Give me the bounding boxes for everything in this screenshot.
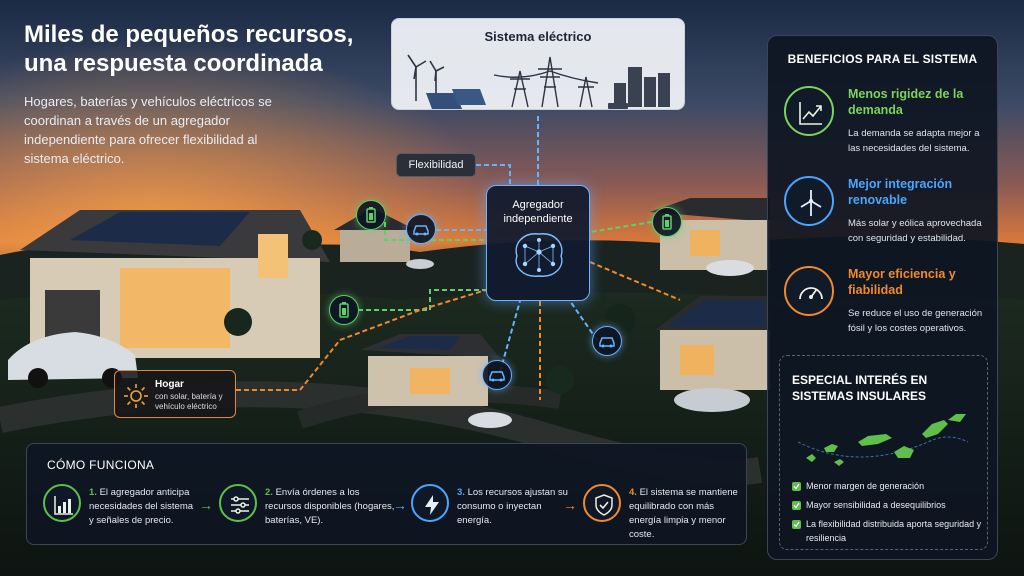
link-battery-2 [358, 289, 486, 311]
check-item: Mayor sensibilidad a desequilibrios [792, 498, 987, 512]
shield-check-icon [595, 494, 613, 516]
bar-chart-icon [54, 496, 73, 515]
link-battery-1 [384, 222, 486, 241]
link-battery-3 [589, 221, 653, 233]
step-text: 3. Los recursos ajustan su consumo o iny… [457, 487, 568, 526]
battery-icon [366, 207, 376, 223]
step-text: 4. El sistema se mantiene equilibrado co… [629, 487, 738, 540]
link-flexibility [476, 164, 511, 185]
battery-node [652, 207, 682, 237]
home-tag: Hogar con solar, batería y vehículo eléc… [114, 370, 236, 418]
arrow-icon: → [393, 497, 407, 513]
system-illustration [407, 54, 670, 109]
car-node [482, 360, 512, 390]
city-icon [614, 67, 670, 107]
headline-block: Miles de pequeños recursos, una respuest… [24, 20, 384, 168]
page-subtitle: Hogares, baterías y vehículos eléctricos… [24, 94, 272, 166]
benefit-efficiency: Mayor eficiencia y fiabilidad Se reduce … [784, 266, 989, 336]
home-tag-desc: con solar, batería y vehículo eléctrico [155, 392, 223, 411]
canary-islands-map [798, 414, 968, 466]
step-4: 4. El sistema se mantiene equilibrado co… [583, 484, 743, 540]
insular-check-list: Menor margen de generación Mayor sensibi… [792, 479, 987, 550]
car-icon [599, 337, 615, 348]
benefit-title: Mejor integración renovable [848, 177, 953, 207]
sun-icon [124, 384, 148, 408]
trend-chart-icon [799, 102, 822, 125]
benefit-desc: La demanda se adapta mejor a las necesid… [848, 128, 980, 154]
link-car-2 [499, 300, 521, 373]
benefit-renewable: Mejor integración renovable Más solar y … [784, 176, 989, 246]
battery-node [329, 295, 359, 325]
flexibility-tag: Flexibilidad [396, 153, 476, 177]
home-tag-title: Hogar [155, 379, 184, 390]
battery-node [356, 200, 386, 230]
step-text: 1. El agregador anticipa necesidades del… [89, 487, 194, 526]
check-item: Menor margen de generación [792, 479, 987, 493]
wind-turbine-icon [800, 190, 822, 216]
benefit-desc: Se reduce el uso de generación fósil y l… [848, 308, 983, 334]
insular-section: ESPECIAL INTERÉS EN SISTEMAS INSULARES M… [779, 355, 988, 550]
check-icon [792, 501, 801, 510]
power-tower-icon [493, 56, 599, 108]
brain-network-icon [515, 233, 563, 277]
step-1: 1. El agregador anticipa necesidades del… [43, 484, 213, 534]
solar-panel-icon [426, 89, 486, 109]
benefit-desc: Más solar y eólica aprovechada con segur… [848, 218, 982, 244]
how-it-works-panel: CÓMO FUNCIONA 1. El agregador anticipa n… [26, 443, 747, 545]
insular-title: ESPECIAL INTERÉS EN SISTEMAS INSULARES [792, 373, 928, 403]
check-icon [792, 520, 801, 529]
power-system-card: Sistema eléctrico [391, 18, 685, 110]
check-item: La flexibilidad distribuida aporta segur… [792, 517, 987, 545]
battery-icon [662, 214, 672, 230]
how-title: CÓMO FUNCIONA [47, 458, 155, 472]
link-home [236, 289, 487, 391]
lightning-icon [425, 495, 439, 515]
aggregator-label: Agregador independiente [503, 199, 573, 225]
car-node [406, 214, 436, 244]
benefit-title: Mayor eficiencia y fiabilidad [848, 267, 956, 297]
benefit-title: Menos rigidez de la demanda [848, 87, 964, 117]
wind-turbine-icon [407, 54, 445, 101]
gauge-icon [799, 287, 823, 300]
arrow-icon: → [199, 497, 213, 513]
step-3: 3. Los recursos ajustan su consumo o iny… [411, 484, 581, 534]
page-title: Miles de pequeños recursos, una respuest… [24, 20, 384, 78]
sliders-icon [231, 496, 249, 514]
benefits-title: BENEFICIOS PARA EL SISTEMA [787, 52, 978, 66]
arrow-icon: → [563, 497, 577, 513]
aggregator-box: Agregador independiente [486, 185, 590, 301]
link-orange-right [589, 261, 681, 301]
battery-icon [608, 103, 628, 109]
car-icon [413, 225, 429, 236]
battery-icon [339, 302, 349, 318]
step-2: 2. Envía órdenes a los recursos disponib… [219, 484, 399, 534]
car-icon [489, 371, 505, 382]
benefits-panel: BENEFICIOS PARA EL SISTEMA Menos rigidez… [767, 35, 998, 560]
system-card-title: Sistema eléctrico [484, 29, 592, 44]
title-line-1: Miles de pequeños recursos, [24, 21, 354, 48]
car-node [592, 326, 622, 356]
benefit-demand: Menos rigidez de la demanda La demanda s… [784, 86, 989, 156]
step-text: 2. Envía órdenes a los recursos disponib… [265, 487, 395, 526]
check-icon [792, 482, 801, 491]
title-line-2: una respuesta coordinada [24, 50, 323, 77]
